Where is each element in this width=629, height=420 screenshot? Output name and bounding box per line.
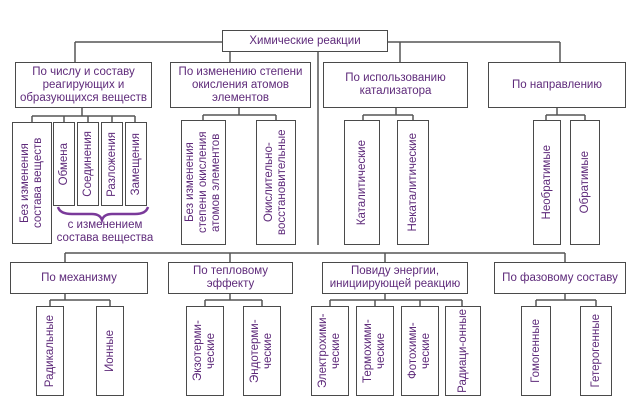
leaf-irreversible: Необратимые [533, 120, 561, 245]
leaf-photochemical: Фотохими-ческие [401, 306, 439, 396]
category-oxidation: По изменению степени окисления атомов эл… [170, 62, 311, 108]
leaf-exothermic: Экзотерми-ческие [186, 306, 224, 396]
leaf-no-composition-change: Без изменения состава веществ [12, 122, 52, 244]
leaf-substitution: Замещения [125, 122, 147, 206]
leaf-decomposition: Разложения [101, 122, 123, 206]
leaf-heterogeneous: Гетерогенные [580, 306, 612, 396]
leaf-exchange: Обмена [53, 122, 75, 206]
brace-note: с изменением состава вещества [56, 219, 154, 244]
leaf-radical: Радикальные [36, 306, 64, 396]
leaf-ionic: Ионные [96, 306, 124, 396]
category-catalyst: По использованию катализатора [323, 62, 468, 108]
leaf-redox: Окислительно-восстановительные [256, 120, 296, 245]
leaf-noncatalytic: Некаталитические [397, 120, 429, 245]
root-title: Химические реакции [249, 34, 361, 47]
leaf-endothermic: Эндотерми-ческие [243, 306, 281, 396]
root-box: Химические реакции [222, 30, 388, 52]
leaf-no-oxidation-change: Без изменения степени окисления атомов э… [181, 120, 226, 245]
leaf-electrochemical: Электрохими-ческие [311, 306, 349, 396]
category-direction: По направлению [488, 62, 626, 108]
leaf-thermochemical: Термохими-ческие [356, 306, 394, 396]
curly-brace [56, 206, 150, 224]
category-thermal-effect: По тепловому эффекту [168, 262, 293, 294]
leaf-homogeneous: Гомогенные [521, 306, 551, 396]
leaf-radiation: Радиаци-онные [445, 306, 481, 396]
leaf-reversible: Обратимые [570, 120, 600, 245]
leaf-combination: Соединения [77, 122, 99, 206]
category-mechanism: По механизму [10, 262, 148, 294]
category-phase: По фазовому составу [494, 262, 626, 294]
leaf-catalytic: Каталитические [344, 120, 380, 245]
category-energy-type: Повиду энергии, инициирующей реакцию [322, 262, 468, 294]
category-composition: По числу и составу реагирующих и образую… [15, 62, 152, 108]
